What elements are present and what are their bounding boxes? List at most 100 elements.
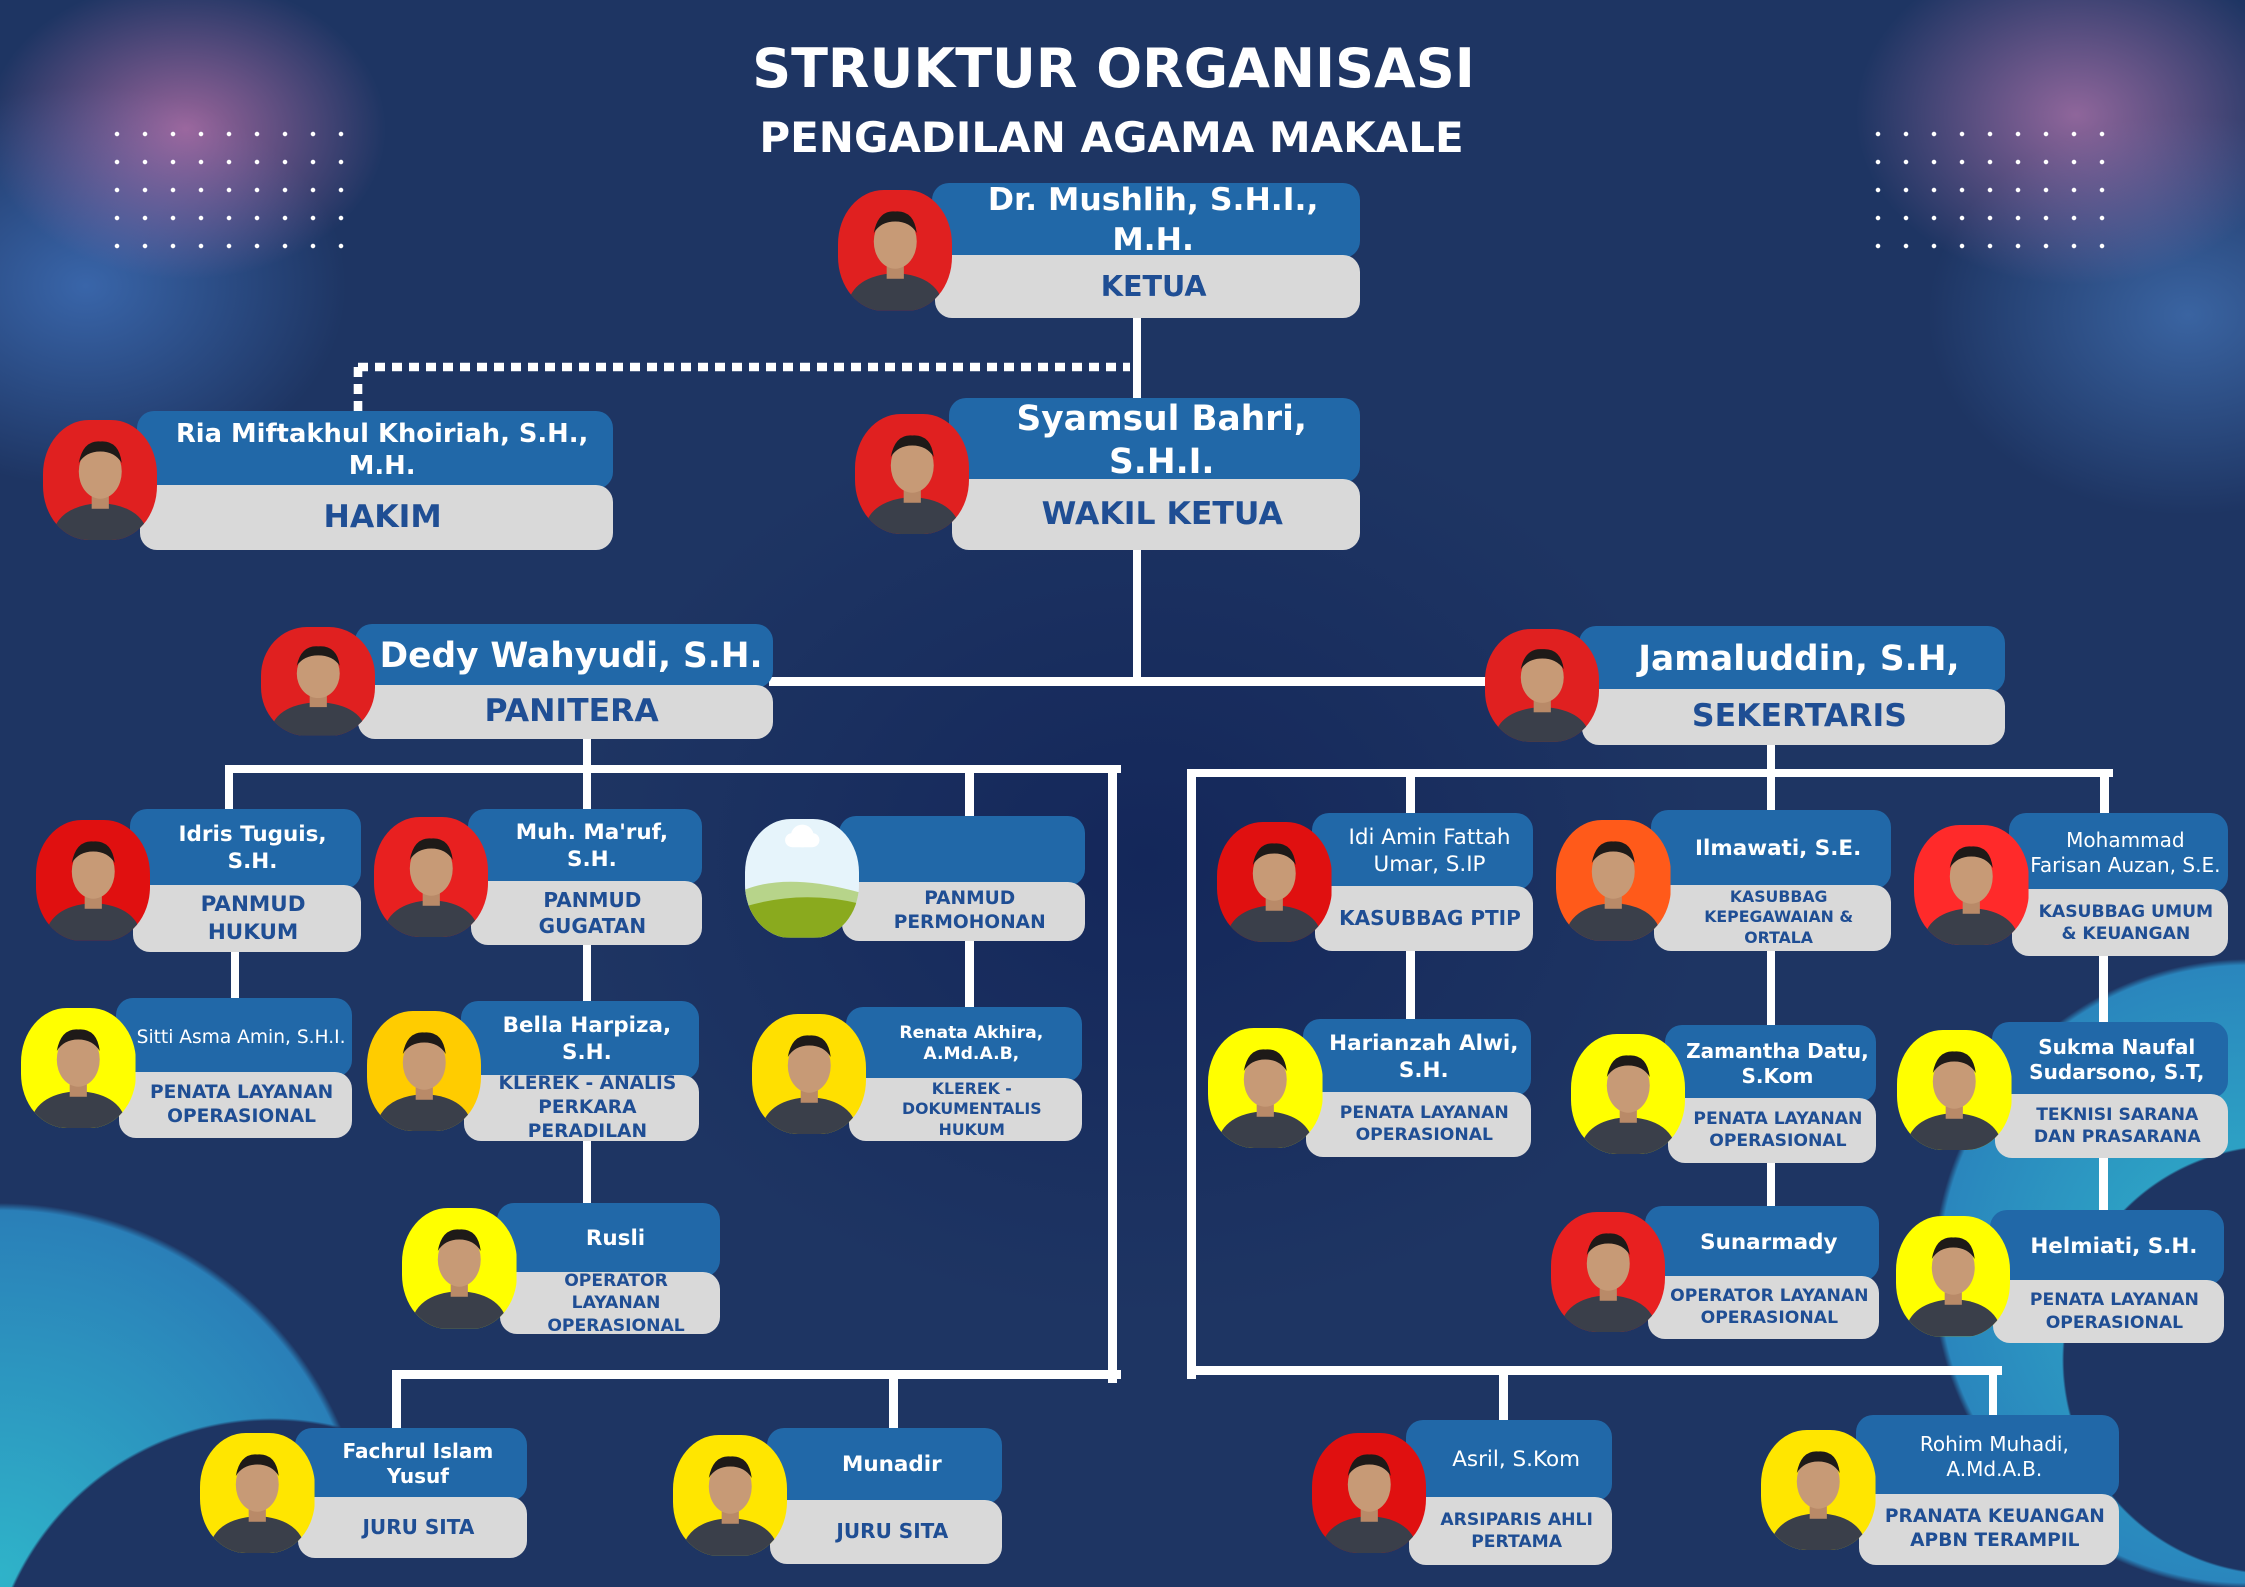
person-silhouette-icon <box>402 1208 517 1329</box>
connector-line <box>1132 549 1142 686</box>
connector-line <box>582 944 592 1001</box>
person-silhouette-icon <box>35 820 151 941</box>
person-card: Rohim Muhadi, A.Md.A.B.PRANATA KEUANGAN … <box>1761 1414 2120 1565</box>
person-name: Mohammad Farisan Auzan, S.E. <box>2008 813 2228 894</box>
person-silhouette-icon <box>1556 820 1671 941</box>
person-silhouette-icon <box>672 1435 788 1556</box>
person-role: OPERATOR LAYANAN OPERASIONAL <box>1648 1275 1879 1339</box>
person-role: KLEREK - DOKUMENTALIS HUKUM <box>849 1078 1083 1142</box>
person-silhouette-icon <box>1550 1212 1666 1333</box>
person-photo <box>35 820 151 941</box>
person-photo <box>751 1013 867 1134</box>
connector-line <box>1499 1370 1508 1421</box>
connector-line <box>965 940 974 1007</box>
person-silhouette-icon <box>200 1432 315 1553</box>
connector-line <box>582 1141 592 1203</box>
dotted-connector <box>353 362 1130 415</box>
person-name: Munadir <box>767 1427 1003 1504</box>
person-card: Ria Miftakhul Khoiriah, S.H., M.H.HAKIM <box>42 410 613 550</box>
person-photo <box>837 190 953 311</box>
person-role: SEKERTARIS <box>1582 688 2005 745</box>
connector-line <box>965 768 974 817</box>
connector-line <box>1186 773 1196 1379</box>
person-role: KLEREK - ANALIS PERKARA PERADILAN <box>464 1073 699 1142</box>
person-card: Harianzah Alwi, S.H.PENATA LAYANAN OPERA… <box>1208 1019 1531 1157</box>
connector-line <box>2100 773 2110 814</box>
person-card: Renata Akhira, A.Md.A.B,KLEREK - DOKUMEN… <box>751 1006 1083 1142</box>
person-photo <box>21 1007 136 1129</box>
person-photo <box>1897 1030 2012 1151</box>
connector-line <box>582 738 592 809</box>
person-name: Idi Amin Fattah Umar, S.IP <box>1311 813 1534 891</box>
person-name <box>839 816 1086 887</box>
person-name: Dr. Mushlih, S.H.I., M.H. <box>932 182 1361 259</box>
person-silhouette-icon <box>42 420 158 541</box>
person-name: Syamsul Bahri, S.H.I. <box>949 398 1361 484</box>
connector-line <box>889 1374 898 1432</box>
person-name: Muh. Ma'ruf, S.H. <box>468 808 702 885</box>
person-silhouette-icon <box>751 1013 867 1134</box>
person-name: Ilmawati, S.E. <box>1650 810 1892 890</box>
person-card: Mohammad Farisan Auzan, S.E.KASUBBAG UMU… <box>1914 813 2228 957</box>
person-silhouette-icon <box>1895 1216 2011 1337</box>
person-role: KASUBBAG PTIP <box>1314 885 1534 951</box>
connector-line <box>224 764 1122 774</box>
connector-line <box>1406 950 1415 1020</box>
person-card: Muh. Ma'ruf, S.H.PANMUD GUGATAN <box>373 808 702 945</box>
person-role: PENATA LAYANAN OPERASIONAL <box>1993 1280 2224 1344</box>
person-photo <box>744 819 860 938</box>
person-silhouette-icon <box>1570 1033 1686 1154</box>
person-photo <box>854 413 970 535</box>
person-role: PANITERA <box>358 684 774 739</box>
person-role: PENATA LAYANAN OPERASIONAL <box>119 1072 353 1139</box>
person-name: Rohim Muhadi, A.Md.A.B. <box>1855 1414 2120 1499</box>
person-card: Helmiati, S.H.PENATA LAYANAN OPERASIONAL <box>1895 1209 2224 1344</box>
person-role: HAKIM <box>140 484 613 550</box>
person-card: Idris Tuguis, S.H.PANMUD HUKUM <box>35 808 361 953</box>
person-role: PENATA LAYANAN OPERASIONAL <box>1305 1091 1531 1157</box>
person-silhouette-icon <box>373 816 489 938</box>
person-photo <box>1914 824 2029 945</box>
person-photo <box>1570 1033 1686 1154</box>
person-card: Dedy Wahyudi, S.H.PANITERA <box>260 624 774 739</box>
person-photo <box>1484 628 1600 742</box>
person-silhouette-icon <box>21 1007 136 1129</box>
connector-line <box>2099 956 2108 1023</box>
person-card: PANMUD PERMOHONAN <box>744 816 1086 941</box>
person-role: ARSIPARIS AHLI PERTAMA <box>1409 1496 1613 1565</box>
person-silhouette-icon <box>837 190 953 311</box>
person-card: Bella Harpiza, S.H.KLEREK - ANALIS PERKA… <box>366 1000 699 1142</box>
person-role: PANMUD PERMOHONAN <box>842 881 1086 941</box>
person-name: Renata Akhira, A.Md.A.B, <box>846 1006 1083 1082</box>
person-card: Jamaluddin, S.H,SEKERTARIS <box>1484 625 2005 745</box>
person-name: Dedy Wahyudi, S.H. <box>355 624 774 689</box>
person-photo <box>42 420 158 541</box>
person-silhouette-icon <box>260 627 376 736</box>
person-photo <box>1208 1028 1323 1149</box>
person-photo <box>373 816 489 938</box>
connector-line <box>1766 950 1776 1026</box>
person-name: Jamaluddin, S.H, <box>1579 625 2005 693</box>
person-name: Zamantha Datu, S.Kom <box>1665 1025 1876 1103</box>
person-card: Syamsul Bahri, S.H.I.WAKIL KETUA <box>854 398 1361 550</box>
person-card: Sukma Naufal Sudarsono, S.T,TEKNISI SARA… <box>1897 1022 2228 1159</box>
person-name: Sunarmady <box>1645 1205 1879 1281</box>
person-silhouette-icon <box>1914 824 2029 945</box>
connector-line <box>1766 744 1776 811</box>
person-name: Harianzah Alwi, S.H. <box>1302 1019 1531 1097</box>
connector-line <box>230 952 240 998</box>
person-role: PRANATA KEUANGAN APBN TERAMPIL <box>1858 1493 2120 1565</box>
person-role: JURU SITA <box>297 1496 527 1558</box>
person-name: Fachrul Islam Yusuf <box>294 1427 527 1501</box>
connector-line <box>392 1374 401 1432</box>
person-name: Sitti Asma Amin, S.H.I. <box>116 997 353 1077</box>
dot-grid <box>103 120 353 263</box>
person-silhouette-icon <box>1208 1028 1323 1149</box>
person-role: TEKNISI SARANA DAN PRASARANA <box>1994 1094 2228 1159</box>
